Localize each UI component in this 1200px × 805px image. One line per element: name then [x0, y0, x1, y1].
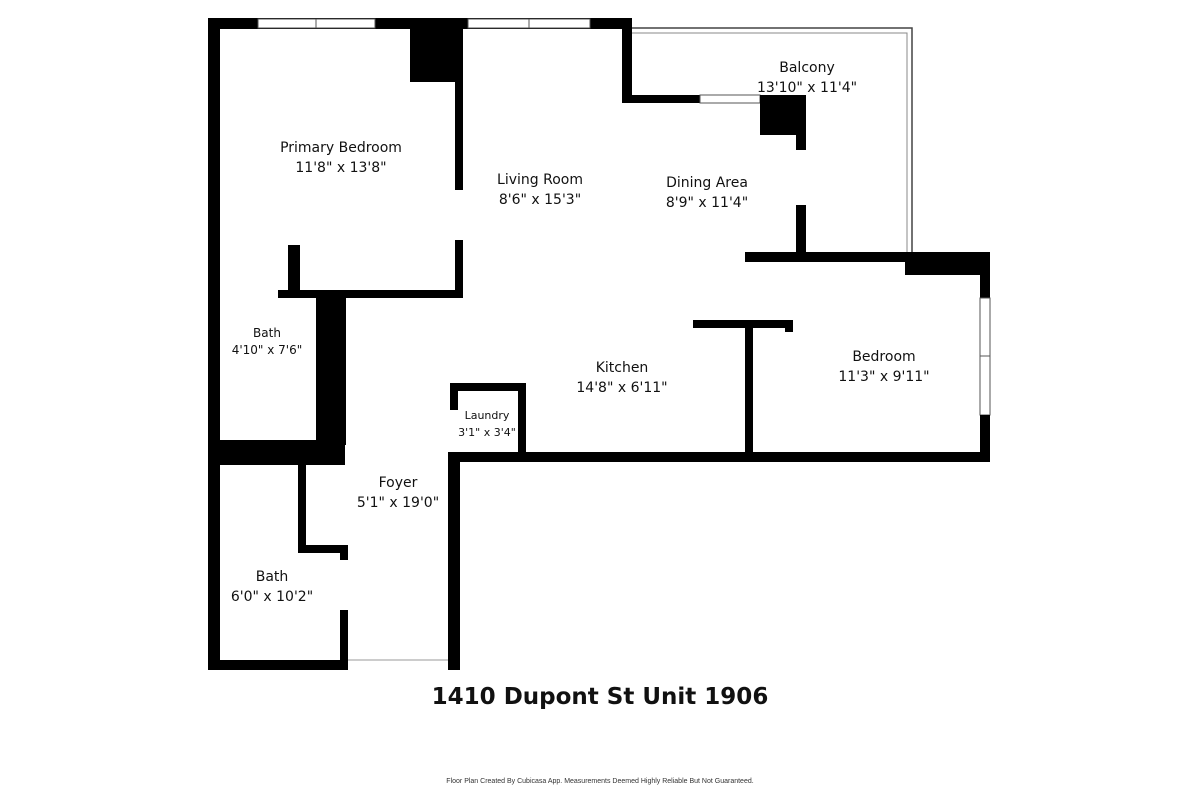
- wall: [448, 452, 460, 670]
- wall: [693, 320, 793, 328]
- room-laundry: Laundry 3'1" x 3'4": [458, 409, 516, 439]
- room-size: 4'10" x 7'6": [232, 343, 303, 357]
- wall: [455, 29, 463, 190]
- wall: [622, 95, 700, 103]
- room-size: 3'1" x 3'4": [458, 426, 516, 439]
- wall: [208, 18, 630, 29]
- room-name: Laundry: [465, 409, 510, 422]
- room-size: 14'8" x 6'11": [576, 380, 667, 396]
- wall: [298, 545, 346, 553]
- room-bath-2: Bath 6'0" x 10'2": [231, 569, 313, 605]
- room-size: 5'1" x 19'0": [357, 495, 439, 511]
- room-name: Dining Area: [666, 175, 748, 191]
- wall: [745, 320, 753, 455]
- wall: [622, 18, 632, 103]
- wall: [980, 415, 990, 462]
- room-name: Foyer: [379, 475, 418, 491]
- room-primary-bedroom: Primary Bedroom 11'8" x 13'8": [280, 140, 402, 176]
- wall: [980, 252, 990, 298]
- room-balcony: Balcony 13'10" x 11'4": [757, 60, 857, 96]
- walls: [208, 18, 991, 670]
- wall: [745, 252, 990, 262]
- balcony-railing-inner: [632, 32, 908, 252]
- room-name: Bath: [256, 569, 289, 585]
- wall: [208, 660, 348, 670]
- room-bath-1: Bath 4'10" x 7'6": [232, 326, 303, 357]
- room-foyer: Foyer 5'1" x 19'0": [357, 475, 439, 511]
- wall: [450, 383, 525, 391]
- room-name: Balcony: [779, 60, 835, 76]
- wall: [450, 452, 990, 462]
- room-size: 6'0" x 10'2": [231, 589, 313, 605]
- room-name: Kitchen: [596, 360, 649, 376]
- wall: [208, 440, 345, 465]
- column: [410, 29, 460, 82]
- room-bedroom: Bedroom 11'3" x 9'11": [838, 349, 929, 385]
- room-size: 11'3" x 9'11": [838, 369, 929, 385]
- wall: [298, 445, 306, 553]
- room-name: Primary Bedroom: [280, 140, 402, 156]
- wall: [450, 383, 458, 410]
- wall: [208, 18, 220, 670]
- wall: [288, 245, 300, 297]
- room-size: 13'10" x 11'4": [757, 80, 857, 96]
- wall: [278, 290, 463, 298]
- wall: [455, 240, 463, 297]
- room-name: Bedroom: [852, 349, 915, 365]
- room-size: 8'6" x 15'3": [499, 192, 581, 208]
- wall: [340, 610, 348, 670]
- wall: [316, 295, 346, 445]
- window: [699, 94, 761, 104]
- wall: [208, 290, 220, 298]
- column: [760, 95, 806, 135]
- wall: [785, 320, 793, 332]
- column: [905, 252, 990, 275]
- wall: [518, 383, 526, 455]
- wall: [796, 130, 806, 150]
- footer-disclaimer: Floor Plan Created By Cubicasa App. Meas…: [446, 778, 754, 785]
- room-living-room: Living Room 8'6" x 15'3": [497, 172, 583, 208]
- balcony-railing: [632, 27, 913, 252]
- room-name: Bath: [253, 326, 281, 340]
- wall: [340, 545, 348, 560]
- room-dining-area: Dining Area 8'9" x 11'4": [666, 175, 748, 211]
- room-size: 11'8" x 13'8": [295, 160, 386, 176]
- room-size: 8'9" x 11'4": [666, 195, 748, 211]
- wall: [796, 205, 806, 255]
- floor-plan-title: 1410 Dupont St Unit 1906: [431, 684, 769, 710]
- room-name: Living Room: [497, 172, 583, 188]
- room-kitchen: Kitchen 14'8" x 6'11": [576, 360, 667, 396]
